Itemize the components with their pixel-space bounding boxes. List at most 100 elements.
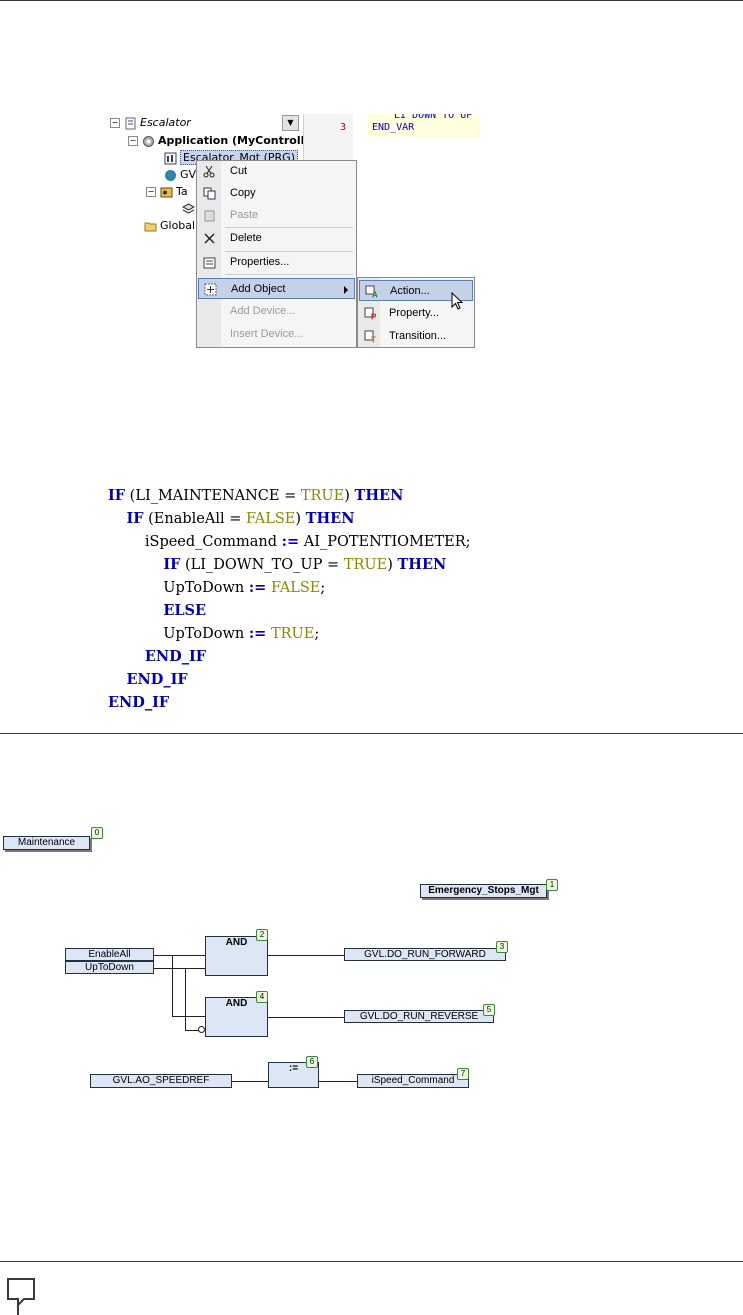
code-text: AI_POTENTIOMETER; — [299, 534, 471, 550]
block-number-badge: 7 — [457, 1068, 469, 1080]
block-number-badge: 5 — [483, 1004, 495, 1016]
menu-item-add-object[interactable]: Add Object — [198, 278, 355, 299]
menu-separator — [225, 251, 353, 252]
output-variable-forward[interactable]: GVL.DO_RUN_FORWARD — [344, 948, 506, 961]
network-label-emergency[interactable]: Emergency_Stops_Mgt — [420, 884, 547, 898]
editor-end-var: END_VAR — [372, 122, 415, 133]
transition-icon: T — [364, 330, 376, 343]
globe-icon — [165, 169, 176, 181]
code-text: iSpeed_Command — [108, 534, 282, 550]
menu-separator — [225, 274, 353, 275]
code-line: UpToDown := FALSE; — [108, 576, 471, 599]
tree-node-escalator[interactable]: −Escalator — [110, 115, 191, 131]
menu-item-label: Action... — [390, 285, 430, 297]
menu-item-cut[interactable]: Cut — [198, 161, 355, 182]
code-line: END_IF — [108, 668, 471, 691]
menu-item-paste[interactable]: Paste — [198, 205, 355, 226]
code-literal: FALSE — [245, 511, 296, 527]
tree-node-label: Global — [160, 219, 196, 232]
menu-separator — [225, 227, 353, 228]
code-text: (LI_MAINTENANCE = — [125, 488, 301, 504]
code-keyword: IF — [163, 556, 181, 573]
block-number-badge: 2 — [256, 929, 268, 941]
menu-item-label: Add Device... — [230, 305, 296, 317]
device-tree-screenshot: −Escalator ▼ −Application (MyControlle E… — [108, 114, 479, 348]
code-keyword: := — [281, 533, 300, 550]
tree-node-task[interactable]: − Ta — [146, 184, 188, 200]
tree-node-task-child[interactable] — [182, 201, 198, 217]
code-keyword: THEN — [397, 556, 447, 573]
input-variable-text: EnableAll — [88, 949, 131, 960]
negation-circle — [198, 1026, 205, 1033]
menu-item-label: Delete — [230, 232, 262, 244]
code-line: UpToDown := TRUE; — [108, 622, 471, 645]
and-block-2[interactable]: AND — [205, 997, 268, 1037]
wire — [232, 1081, 268, 1082]
menu-item-insert-device[interactable]: Insert Device... — [198, 324, 355, 345]
wire — [319, 1081, 357, 1082]
tree-node-application[interactable]: −Application (MyControlle — [128, 133, 312, 149]
copy-icon — [203, 187, 216, 200]
submenu-item-action[interactable]: A Action... — [359, 280, 473, 301]
menu-item-add-device[interactable]: Add Device... — [198, 301, 355, 322]
block-number-badge: 4 — [256, 991, 268, 1003]
editor-cut-line: LI_DOWN_TO_UP — [394, 114, 472, 118]
menu-item-properties[interactable]: Properties... — [198, 252, 355, 273]
collapse-icon[interactable]: − — [146, 187, 156, 197]
menu-item-label: Properties... — [230, 256, 290, 268]
output-variable-reverse[interactable]: GVL.DO_RUN_REVERSE — [344, 1010, 494, 1023]
input-variable-uptodown[interactable]: UpToDown — [65, 961, 154, 974]
output-variable-speed[interactable]: iSpeed_Command — [357, 1074, 469, 1088]
network-label-maintenance[interactable]: Maintenance — [3, 836, 90, 850]
network-number-badge: 1 — [546, 879, 558, 891]
collapse-icon[interactable]: − — [110, 118, 120, 128]
wire — [268, 955, 344, 956]
submenu-arrow-icon — [344, 286, 348, 294]
menu-item-delete[interactable]: Delete — [198, 228, 355, 249]
scissors-icon — [203, 165, 215, 178]
code-text — [108, 557, 163, 573]
network-label-text: Emergency_Stops_Mgt — [428, 885, 539, 896]
svg-text:P: P — [371, 313, 377, 321]
tree-node-global[interactable]: Global — [144, 218, 195, 234]
block-type-label: AND — [225, 937, 248, 948]
code-keyword: THEN — [305, 510, 355, 527]
collapse-icon[interactable]: − — [128, 136, 138, 146]
submenu-item-property[interactable]: P Property... — [359, 303, 473, 324]
and-block-1[interactable]: AND — [205, 936, 268, 976]
network-number-badge: 0 — [91, 827, 103, 839]
wire — [154, 968, 205, 969]
code-literal: TRUE — [270, 626, 315, 642]
menu-item-copy[interactable]: Copy — [198, 183, 355, 204]
tree-node-label: Ta — [176, 185, 188, 198]
input-variable-speedref[interactable]: GVL.AO_SPEEDREF — [90, 1074, 232, 1088]
menu-item-label: Copy — [230, 187, 256, 199]
wire — [185, 1030, 199, 1031]
code-text: (LI_DOWN_TO_UP = — [180, 557, 344, 573]
submenu-item-transition[interactable]: T Transition... — [359, 326, 473, 347]
mouse-cursor-icon — [451, 292, 464, 310]
code-text: ) — [344, 488, 355, 504]
code-text: ; — [314, 626, 320, 642]
bottom-rule — [0, 1261, 743, 1262]
code-line: END_IF — [108, 691, 471, 714]
block-type-label: AND — [225, 998, 248, 1009]
input-variable-text: UpToDown — [85, 962, 134, 973]
code-keyword: IF — [126, 510, 144, 527]
input-variable-enableall[interactable]: EnableAll — [65, 948, 154, 961]
code-line: IF (EnableAll = FALSE) THEN — [108, 507, 471, 530]
tree-node-gvl[interactable]: GV — [164, 167, 196, 183]
code-line: iSpeed_Command := AI_POTENTIOMETER; — [108, 530, 471, 553]
wire — [185, 968, 186, 1030]
delete-x-icon — [204, 233, 215, 244]
add-object-submenu: A Action... P Property... T Transition..… — [357, 277, 475, 348]
project-icon — [125, 117, 136, 129]
block-number-badge: 3 — [496, 941, 508, 953]
tree-dropdown-button[interactable]: ▼ — [282, 115, 299, 131]
code-keyword: END_IF — [108, 694, 170, 711]
code-keyword: IF — [108, 487, 126, 504]
code-keyword: END_IF — [144, 648, 207, 665]
menu-item-label: Cut — [230, 165, 248, 177]
menu-item-label: Transition... — [389, 330, 447, 342]
code-keyword: END_IF — [126, 671, 188, 688]
